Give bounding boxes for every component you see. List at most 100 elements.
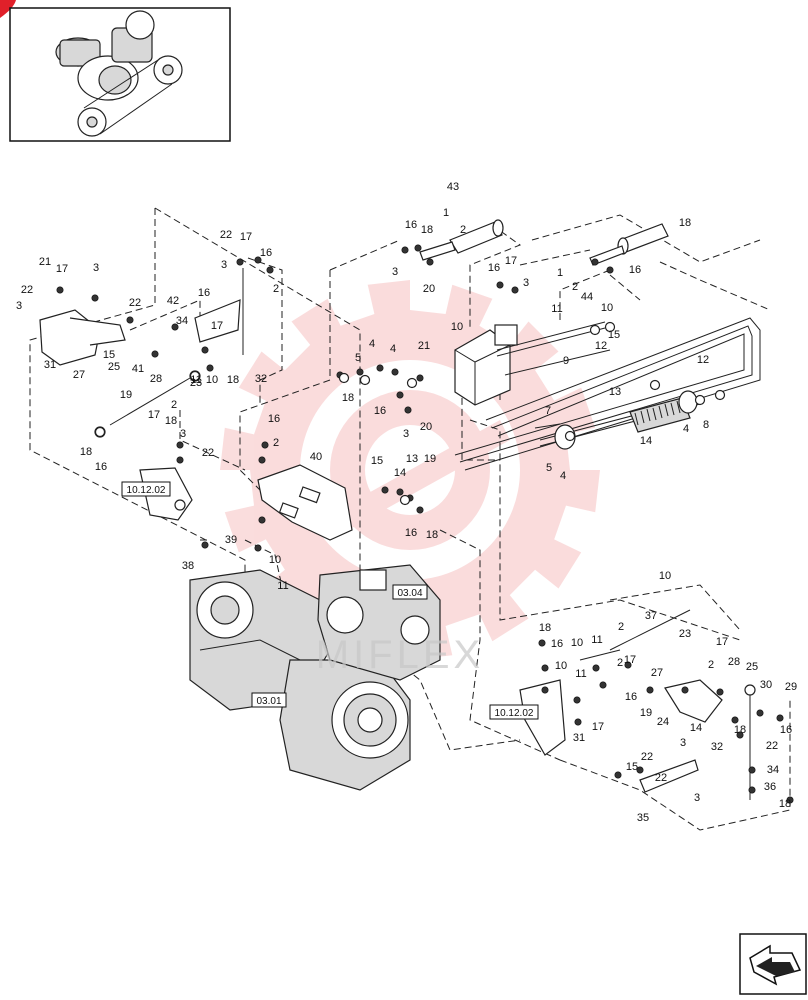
assembly-thumbnail[interactable] [9,7,231,142]
callout-116[interactable]: 22 [655,772,667,784]
callout-65[interactable]: 10 [206,374,218,386]
callout-48[interactable]: 22 [129,297,141,309]
callout-64[interactable]: 11 [190,374,201,386]
callout-25[interactable]: 8 [703,419,709,431]
callout-7[interactable]: 16 [629,264,641,276]
callout-26[interactable]: 7 [545,405,551,417]
callout-53[interactable]: 27 [73,369,85,381]
callout-90[interactable]: 10 [555,660,567,672]
callout-46[interactable]: 22 [21,284,33,296]
upper-bracket[interactable] [194,299,241,343]
callout-78[interactable]: 2 [273,437,279,449]
callout-81[interactable]: 38 [182,560,194,572]
callout-88[interactable]: 18 [539,622,551,634]
callout-12[interactable]: 16 [488,262,500,274]
callout-115[interactable]: 22 [641,751,653,763]
left-lever-bracket[interactable] [39,309,126,366]
callout-42[interactable]: 18 [426,529,438,541]
callout-82[interactable]: 10 [269,554,281,566]
callout-73[interactable]: 16 [260,247,272,259]
callout-20[interactable]: 15 [608,329,620,341]
control-rods[interactable] [496,321,611,376]
callout-112[interactable]: 32 [711,741,723,753]
callout-49[interactable]: 31 [44,359,56,371]
callout-39[interactable]: 13 [406,453,418,465]
callout-70[interactable]: 22 [220,229,232,241]
reference-03-04[interactable]: 03.04 [392,584,428,600]
callout-121[interactable]: 18 [779,798,791,810]
reference-10-12-02-right[interactable]: 10.12.02 [489,704,539,720]
callout-14[interactable]: 3 [523,277,529,289]
callout-66[interactable]: 16 [198,287,210,299]
callout-108[interactable]: 29 [785,681,797,693]
callout-95[interactable]: 16 [625,691,637,703]
callout-63[interactable]: 22 [202,447,214,459]
right-lever-bracket[interactable] [519,609,756,800]
callout-57[interactable]: 23 [190,377,202,389]
callout-60[interactable]: 17 [148,409,160,421]
callout-55[interactable]: 19 [120,389,132,401]
callout-34[interactable]: 21 [418,340,430,352]
callout-8[interactable]: 18 [679,217,691,229]
callout-16[interactable]: 11 [551,303,562,315]
callout-41[interactable]: 16 [405,527,417,539]
callout-19[interactable]: 12 [595,340,607,352]
callout-2[interactable]: 16 [405,219,417,231]
callout-33[interactable]: 16 [374,405,386,417]
callout-107[interactable]: 30 [760,679,772,691]
callout-24[interactable]: 4 [683,423,689,435]
callout-15[interactable]: 10 [451,321,463,333]
callout-21[interactable]: 12 [697,354,709,366]
callout-89[interactable]: 16 [551,638,563,650]
callout-114[interactable]: 15 [626,761,638,773]
callout-17[interactable]: 10 [601,302,613,314]
callout-38[interactable]: 14 [394,467,406,479]
callout-67[interactable]: 17 [211,320,223,332]
callout-4[interactable]: 2 [460,224,466,236]
callout-98[interactable]: 27 [651,667,663,679]
callout-120[interactable]: 36 [764,781,776,793]
hydrostatic-transmission[interactable] [189,564,441,791]
callout-27[interactable]: 5 [546,462,552,474]
callout-119[interactable]: 34 [767,764,779,776]
callout-100[interactable]: 17 [716,636,728,648]
callout-45[interactable]: 3 [93,262,99,274]
callout-111[interactable]: 18 [734,724,746,736]
callout-9[interactable]: 1 [557,267,563,279]
callout-29[interactable]: 4 [369,338,375,350]
callout-76[interactable]: 32 [255,373,267,385]
callout-105[interactable]: 14 [690,722,702,734]
callout-62[interactable]: 3 [180,428,186,440]
callout-28[interactable]: 4 [560,470,566,482]
callout-30[interactable]: 5 [355,352,361,364]
callout-86[interactable]: 2 [618,621,624,633]
callout-1[interactable]: 1 [443,207,449,219]
cylinder-left[interactable] [419,219,504,261]
reference-03-01[interactable]: 03.01 [251,692,287,708]
callout-104[interactable]: 17 [592,721,604,733]
arrow-next-icon[interactable] [739,933,807,995]
callout-77[interactable]: 16 [268,413,280,425]
callout-96[interactable]: 2 [617,657,623,669]
callout-85[interactable]: 37 [645,610,657,622]
callout-93[interactable]: 11 [591,634,602,646]
callout-84[interactable]: 10 [659,570,671,582]
callout-92[interactable]: 10 [571,637,583,649]
callout-72[interactable]: 17 [240,231,252,243]
callout-50[interactable]: 15 [103,349,115,361]
callout-75[interactable]: 18 [227,374,239,386]
callout-47[interactable]: 3 [16,300,22,312]
reference-10-12-02-left[interactable]: 10.12.02 [121,481,171,497]
callout-68[interactable]: 42 [167,295,179,307]
callout-110[interactable]: 22 [766,740,778,752]
callout-11[interactable]: 44 [581,291,593,303]
callout-102[interactable]: 2 [708,659,714,671]
mounting-block[interactable] [454,324,518,406]
callout-97[interactable]: 19 [640,707,652,719]
callout-61[interactable]: 18 [165,415,177,427]
callout-87[interactable]: 23 [679,628,691,640]
callout-113[interactable]: 31 [573,732,585,744]
callout-54[interactable]: 28 [150,373,162,385]
callout-106[interactable]: 3 [680,737,686,749]
mounting-plate[interactable] [257,464,353,541]
